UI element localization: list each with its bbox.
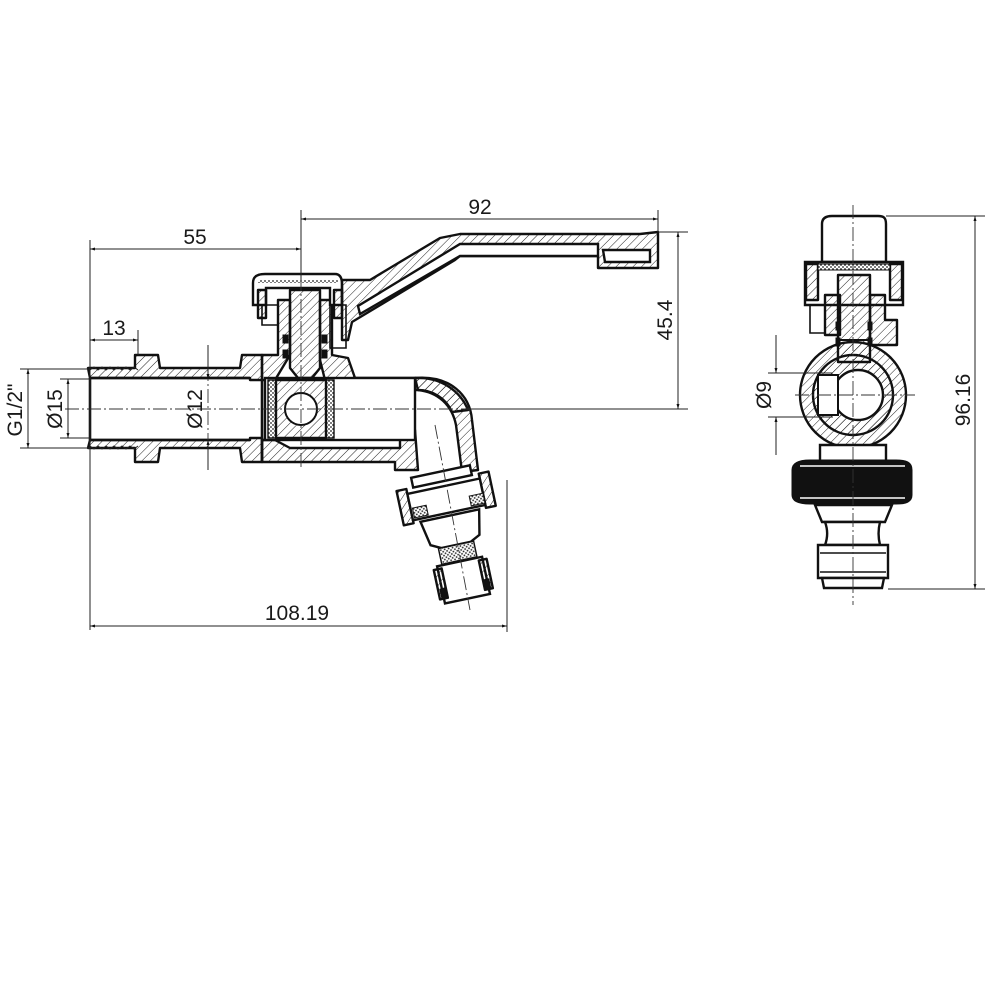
dim-total-height: 96.16 bbox=[952, 374, 975, 427]
dim-handle-length: 92 bbox=[468, 196, 491, 219]
handle-lever bbox=[340, 230, 660, 342]
dim-outer-diameter: Ø15 bbox=[44, 389, 67, 429]
inlet-upper-wall bbox=[86, 353, 264, 382]
front-cap-top bbox=[820, 214, 888, 264]
dim-ball-bore: Ø9 bbox=[753, 381, 776, 409]
handle-recess bbox=[356, 242, 600, 316]
dim-thread-size: G1/2" bbox=[4, 384, 27, 437]
hose-connector bbox=[395, 463, 497, 605]
dim-total-length: 108.19 bbox=[265, 602, 329, 625]
side-view bbox=[65, 230, 685, 611]
dim-handle-height: 45.4 bbox=[654, 299, 677, 340]
side-dimensions: 92 55 13 108.19 45.4 G1/2" Ø15 Ø12 bbox=[4, 196, 688, 632]
spout-bend bbox=[413, 376, 480, 474]
dim-inlet-to-axis: 55 bbox=[183, 226, 206, 249]
front-grip-ring bbox=[791, 459, 913, 505]
front-view bbox=[791, 205, 915, 605]
dim-bore-diameter: Ø12 bbox=[184, 389, 207, 429]
front-dimensions: 96.16 Ø9 bbox=[753, 215, 985, 590]
dim-thread-length: 13 bbox=[102, 317, 125, 340]
inlet-lower-wall bbox=[86, 436, 264, 464]
handle-slot bbox=[601, 248, 652, 264]
valve-stem bbox=[288, 288, 322, 380]
